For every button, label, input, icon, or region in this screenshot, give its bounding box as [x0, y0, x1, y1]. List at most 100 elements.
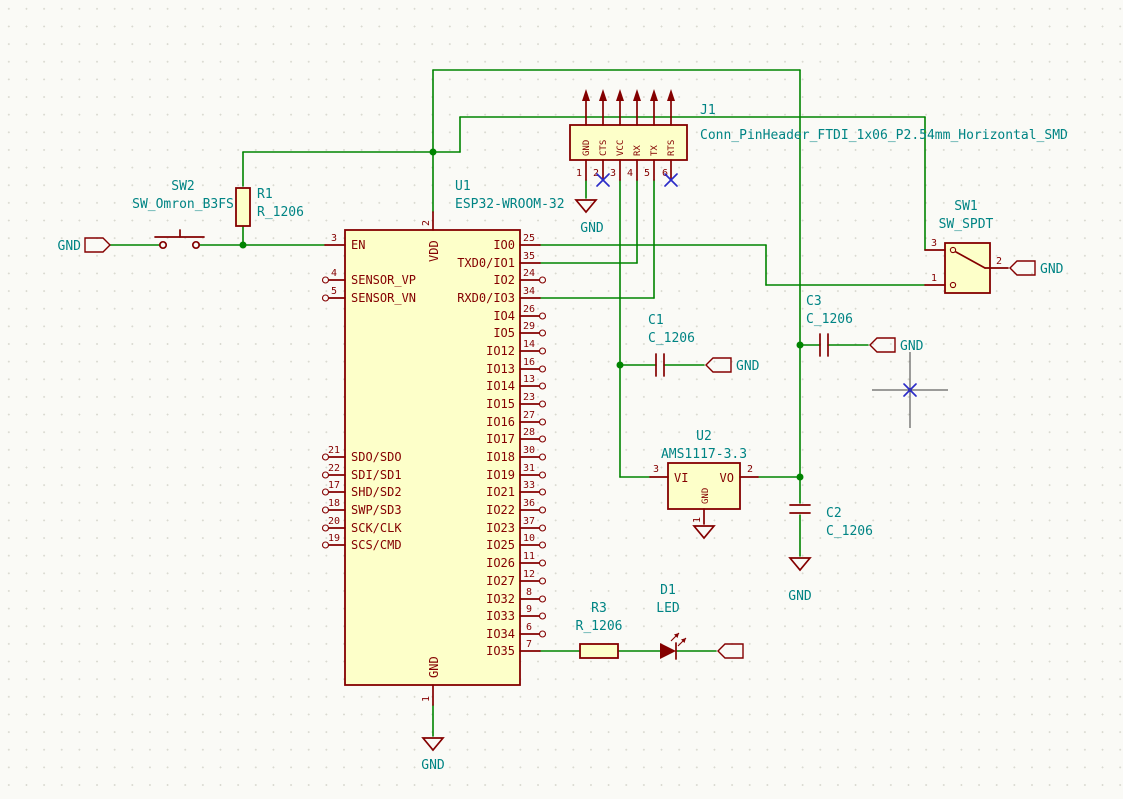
pin-number: 34: [523, 286, 535, 297]
pin-name: SCK/CLK: [351, 521, 402, 535]
j1-pin-num-1: 1: [576, 168, 582, 179]
u1-esp32[interactable]: U1 ESP32-WROOM-32 2 VDD 1 GND 3 EN 4 SEN…: [321, 179, 565, 706]
gnd-power-u2[interactable]: [692, 525, 716, 540]
c2-ref: C2: [826, 506, 842, 521]
gnd-text: GND: [1040, 262, 1064, 277]
pin-number: 28: [523, 427, 535, 438]
sw2-value: SW_Omron_B3FS: [132, 197, 234, 212]
pin-name: IO14: [486, 379, 515, 393]
gnd-label-c1[interactable]: GND: [705, 357, 760, 374]
gnd-label-left[interactable]: GND: [58, 237, 111, 254]
c3-capacitor[interactable]: C3 C_1206: [806, 294, 853, 357]
r1-ref: R1: [257, 187, 273, 202]
u2-regulator[interactable]: U2 AMS1117-3.3 3 2 1 VI VO GND: [649, 429, 759, 525]
u1-pin-io18: 30 IO18: [486, 445, 547, 464]
u1-pin-io21: 33 IO21: [486, 480, 547, 499]
c1-capacitor[interactable]: C1 C_1206: [648, 313, 695, 377]
pin-number: 27: [523, 410, 535, 421]
pin-name: IO19: [486, 468, 515, 482]
pin-number: 11: [523, 551, 535, 562]
j1-ftdi-header[interactable]: J1 Conn_PinHeader_FTDI_1x06_P2.54mm_Hori…: [569, 89, 1068, 181]
u1-pin-io33: 9 IO33: [486, 604, 547, 623]
pin-number: 30: [523, 445, 535, 456]
sw2-ref: SW2: [171, 179, 194, 194]
gnd-power-c2[interactable]: GND: [788, 557, 812, 604]
u1-pin-io14: 13 IO14: [486, 374, 547, 393]
pin-number: 29: [523, 321, 535, 332]
pin-number: 9: [526, 604, 532, 615]
d1-led[interactable]: D1 LED: [656, 583, 687, 660]
u1-pin-io12: 14 IO12: [486, 339, 547, 358]
pin-number: 25: [523, 233, 535, 244]
r1-resistor[interactable]: R1 R_1206: [235, 187, 304, 227]
pin-number: 18: [328, 498, 340, 509]
u1-pin-io22: 36 IO22: [486, 498, 547, 517]
pin-number: 16: [523, 357, 535, 368]
u2-pin-num-gnd: 1: [692, 517, 703, 523]
u1-pin-io27: 12 IO27: [486, 569, 547, 588]
pin-name: RXD0/IO3: [457, 291, 515, 305]
r3-resistor[interactable]: R3 R_1206: [576, 601, 623, 659]
c2-capacitor[interactable]: C2 C_1206: [789, 504, 873, 539]
sw1-spdt-switch[interactable]: SW1 SW_SPDT 3 1 2: [924, 199, 1009, 294]
u2-body: [667, 462, 741, 510]
pin-number: 1: [421, 696, 432, 702]
sw2-push-button[interactable]: SW2 SW_Omron_B3FS: [132, 179, 234, 250]
pin-number: 13: [523, 374, 535, 385]
net-vcc-wires[interactable]: [619, 179, 657, 478]
no-connect-j1-rts[interactable]: [664, 173, 678, 187]
net-en-reset-wires[interactable]: [109, 225, 326, 246]
pin-number: 26: [523, 304, 535, 315]
pin-number: 8: [526, 587, 532, 598]
gnd-label-sw1[interactable]: GND: [1009, 260, 1064, 277]
u1-pin-en: 3 EN: [324, 233, 365, 252]
pin-number: 31: [523, 463, 535, 474]
net-uart-wires[interactable]: [539, 179, 655, 299]
sw1-body: [944, 242, 991, 294]
sw1-value: SW_SPDT: [939, 217, 994, 232]
pin-name: SDI/SD1: [351, 468, 402, 482]
u1-pin-io19: 31 IO19: [486, 463, 547, 482]
no-connect-j1-cts[interactable]: [596, 173, 610, 187]
net-gnd-wires[interactable]: [432, 179, 869, 737]
u1-pin-scs: 19 SCS/CMD: [321, 533, 402, 552]
pin-name: SWP/SD3: [351, 503, 402, 517]
pin-number: 12: [523, 569, 535, 580]
gnd-power-u1[interactable]: GND: [421, 737, 445, 773]
no-connect-flag[interactable]: [903, 383, 917, 397]
u2-pin-num-out: 2: [747, 464, 753, 475]
u1-pin-io26: 11 IO26: [486, 551, 547, 570]
pin-name: IO25: [486, 538, 515, 552]
u1-pin-io16: 27 IO16: [486, 410, 547, 429]
pin-name: IO34: [486, 627, 515, 641]
r3-value: R_1206: [576, 619, 623, 634]
pin-name: IO4: [493, 309, 515, 323]
pin-number: 2: [421, 220, 432, 226]
pin-number: 5: [331, 286, 337, 297]
u1-pin-io34: 6 IO34: [486, 622, 547, 641]
j1-pin-num-2: 2: [593, 168, 599, 179]
u2-pin-name-gnd: GND: [701, 488, 711, 504]
c3-ref: C3: [806, 294, 822, 309]
u2-pin-num-in: 3: [653, 464, 659, 475]
pin-name: EN: [351, 238, 365, 252]
net-io0-wires[interactable]: [539, 244, 926, 286]
net-3v3-wires[interactable]: [242, 69, 926, 504]
u1-pin-io4: 26 IO4: [493, 304, 547, 323]
pin-name: IO32: [486, 592, 515, 606]
u2-pin-name-out: VO: [720, 471, 734, 485]
j1-pin-num-4: 4: [627, 168, 633, 179]
c1-ref: C1: [648, 313, 664, 328]
gnd-label-d1[interactable]: [717, 643, 744, 659]
pin-name: SDO/SDO: [351, 450, 402, 464]
gnd-power-j1[interactable]: GND: [574, 199, 604, 236]
pin-name: SCS/CMD: [351, 538, 402, 552]
junction-dots[interactable]: [239, 148, 804, 481]
pin-number: 22: [328, 463, 340, 474]
pin-name: IO16: [486, 415, 515, 429]
u1-pin-io2: 24 IO2: [493, 268, 547, 287]
j1-pin-name-rts: RTS: [667, 140, 677, 156]
gnd-label-c3[interactable]: GND: [869, 337, 924, 354]
